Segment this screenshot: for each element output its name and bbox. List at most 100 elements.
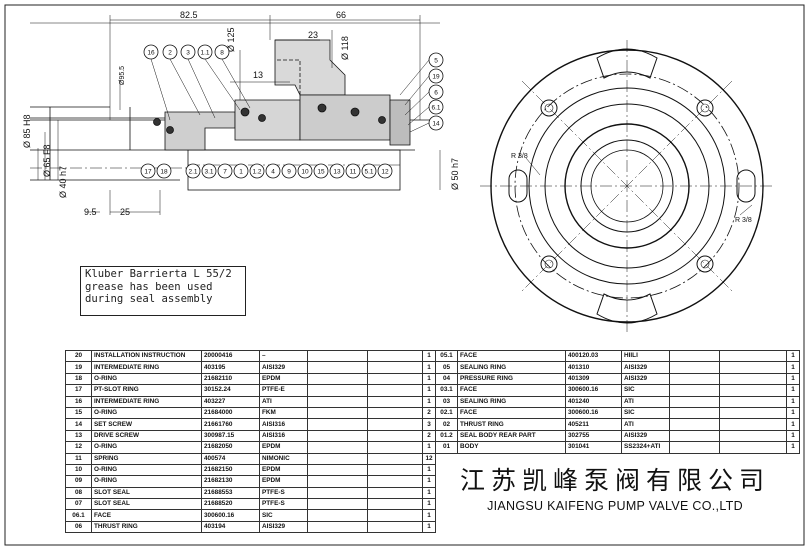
balloon: 4	[271, 169, 275, 176]
bom-cell-mat: AISI329	[621, 361, 670, 374]
bom-cell-code: 300600.16	[565, 406, 622, 420]
bom-cell-qty: 1	[422, 498, 436, 511]
bom-cell-qty: 3	[422, 418, 436, 431]
bom-cell-empty	[367, 498, 423, 511]
company-stamp: 江苏凯峰泵阀有限公司 JIANGSU KAIFENG PUMP VALVE CO…	[445, 457, 785, 527]
bom-cell-no: 01.2	[435, 429, 458, 443]
bom-cell-empty	[719, 418, 787, 431]
bom-cell-no: 19	[65, 361, 92, 374]
bom-cell-code: 30152.24	[201, 384, 260, 397]
bom-cell-desc: SLOT SEAL	[91, 486, 202, 500]
balloon: 1	[239, 169, 243, 176]
bom-cell-empty	[367, 418, 423, 431]
bom-cell-empty	[307, 463, 368, 477]
bom-cell-mat: EPDM	[259, 441, 308, 454]
bom-cell-mat: EPDM	[259, 463, 308, 477]
bom-cell-no: 09	[65, 475, 92, 488]
bom-cell-empty	[367, 520, 423, 534]
bom-cell-no: 12	[65, 441, 92, 454]
bom-cell-empty	[307, 349, 368, 363]
bom-cell-empty	[367, 349, 423, 363]
dim-d50-h7: Ø 50 h7	[450, 158, 460, 190]
bom-cell-mat: AISI329	[621, 429, 670, 443]
bom-cell-code: 403194	[201, 520, 260, 534]
dim-13: 13	[253, 70, 263, 80]
dim-d125: Ø 125	[226, 27, 236, 52]
bom-cell-qty: 1	[422, 395, 436, 408]
balloon: 8	[220, 50, 224, 57]
bom-cell-empty	[307, 384, 368, 397]
bom-cell-no: 06.1	[65, 509, 92, 522]
bom-cell-empty	[367, 475, 423, 488]
bom-cell-qty: 1	[422, 372, 436, 386]
bom-cell-desc: O-RING	[91, 406, 202, 420]
balloons-right: 5 19 6 6.1 14	[399, 52, 444, 133]
bom-cell-no: 01	[435, 441, 458, 454]
bom-cell-mat: ATI	[259, 395, 308, 408]
bom-cell-qty: 1	[786, 349, 800, 363]
bom-cell-empty	[669, 384, 720, 397]
bom-cell-desc: SLOT SEAL	[91, 498, 202, 511]
dim-9-5: 9.5	[84, 207, 97, 217]
dim-d65-f8: Ø 65 F8	[42, 144, 52, 177]
bom-cell-empty	[367, 406, 423, 420]
dim-d85-h8: Ø 85 H8	[22, 114, 32, 148]
company-name-en: JIANGSU KAIFENG PUMP VALVE CO.,LTD	[487, 499, 743, 513]
dim-d118: Ø 118	[340, 36, 350, 60]
bom-cell-qty: 1	[786, 406, 800, 420]
bom-cell-code: 403227	[201, 395, 260, 408]
bom-cell-code: 401240	[565, 395, 622, 408]
bom-cell-code: 405211	[565, 418, 622, 431]
bom-cell-mat: PTFE-E	[259, 384, 308, 397]
bom-cell-code: 300987.15	[201, 429, 260, 443]
bom-cell-empty	[669, 418, 720, 431]
bom-cell-qty: 1	[422, 441, 436, 454]
bom-cell-empty	[719, 384, 787, 397]
bom-cell-code: 401309	[565, 372, 622, 386]
bom-cell-empty	[719, 395, 787, 408]
bom-cell-mat: SS2324+ATI	[621, 441, 670, 454]
balloon: 10	[301, 169, 309, 176]
balloon: 3.1	[204, 169, 213, 176]
bom-cell-empty	[307, 486, 368, 500]
bom-cell-qty: 1	[422, 384, 436, 397]
bom-cell-code: 21661760	[201, 418, 260, 431]
bom-cell-desc: DRIVE SCREW	[91, 429, 202, 443]
bom-cell-mat: NIMONIC	[259, 452, 308, 465]
bom-cell-no: 15	[65, 406, 92, 420]
bom-cell-empty	[307, 452, 368, 465]
grease-note: Kluber Barrierta L 55/2 grease has been …	[80, 266, 246, 316]
bom-cell-qty: 1	[786, 372, 800, 386]
bom-cell-no: 18	[65, 372, 92, 386]
bom-cell-empty	[719, 361, 787, 374]
bom-cell-code: 300600.16	[565, 384, 622, 397]
bom-cell-desc: SEAL BODY REAR PART	[457, 429, 566, 443]
bom-cell-mat: EPDM	[259, 372, 308, 386]
bom-cell-qty: 1	[786, 441, 800, 454]
bom-cell-qty: 1	[786, 384, 800, 397]
bom-cell-empty	[367, 395, 423, 408]
bom-cell-desc: SEALING RING	[457, 395, 566, 408]
bom-cell-desc: O-RING	[91, 441, 202, 454]
bom-cell-no: 04	[435, 372, 458, 386]
bom-cell-code: 400120.03	[565, 349, 622, 363]
bom-cell-desc: SET SCREW	[91, 418, 202, 431]
bom-cell-qty: 1	[422, 520, 436, 534]
balloon: 13	[333, 169, 341, 176]
bom-cell-qty: 1	[786, 418, 800, 431]
balloon: 15	[317, 169, 325, 176]
bom-cell-no: 08	[65, 486, 92, 500]
dim-82-5: 82.5	[180, 10, 198, 20]
bom-cell-empty	[719, 349, 787, 363]
bom-cell-no: 03	[435, 395, 458, 408]
note-line: during seal assembly	[85, 293, 213, 306]
